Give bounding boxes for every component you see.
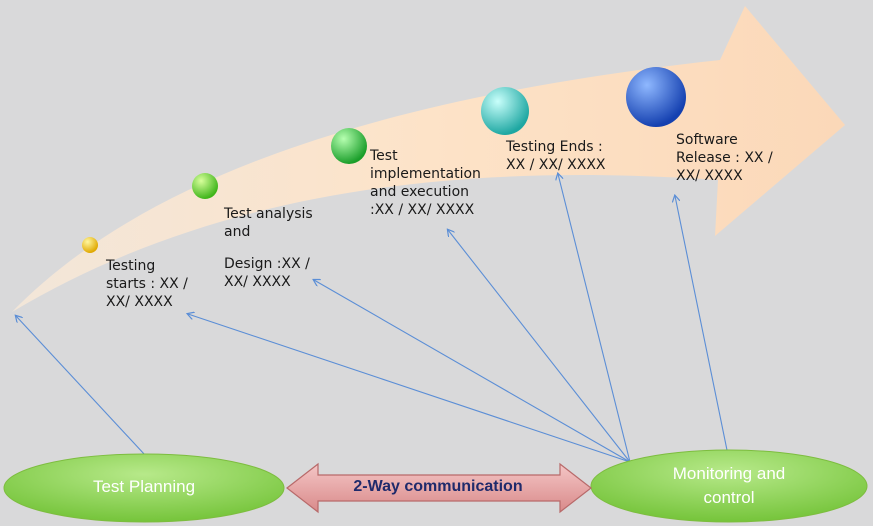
connector-monitor-analysis — [314, 280, 631, 463]
milestone-label-software-release: Software Release : XX / XX/ XXXX — [676, 132, 773, 184]
monitoring-node — [590, 449, 868, 523]
connector-lines — [16, 174, 729, 463]
milestone-dot-release — [626, 67, 686, 127]
test-planning-node — [3, 453, 285, 523]
milestone-label-start: Testing starts : XX / XX/ XXXX — [106, 258, 188, 310]
connector-monitor-start — [188, 314, 631, 463]
two-way-communication-label: 2-Way communication — [353, 478, 523, 495]
milestone-dot-end — [481, 87, 529, 135]
two-way-arrow — [286, 462, 592, 514]
milestone-dot-impl — [331, 128, 367, 164]
monitoring-label: Monitoring and control — [672, 464, 786, 507]
connector-monitor-release — [675, 196, 729, 456]
milestone-label-analysis-date: Design :XX / XX/ XXXX — [224, 256, 310, 290]
connector-planning-start — [16, 316, 146, 456]
milestone-dot-analysis — [192, 173, 218, 199]
test-planning-label: Test Planning — [92, 477, 196, 496]
milestone-dot-start — [82, 237, 98, 253]
connector-monitor-impl — [448, 230, 631, 463]
milestone-label-analysis-title: Test analysis and — [224, 206, 313, 240]
connector-monitor-end — [558, 174, 631, 463]
milestone-label-implementation: Test implementation and execution :XX / … — [370, 148, 481, 218]
milestone-label-testing-ends: Testing Ends : XX / XX/ XXXX — [506, 139, 606, 173]
